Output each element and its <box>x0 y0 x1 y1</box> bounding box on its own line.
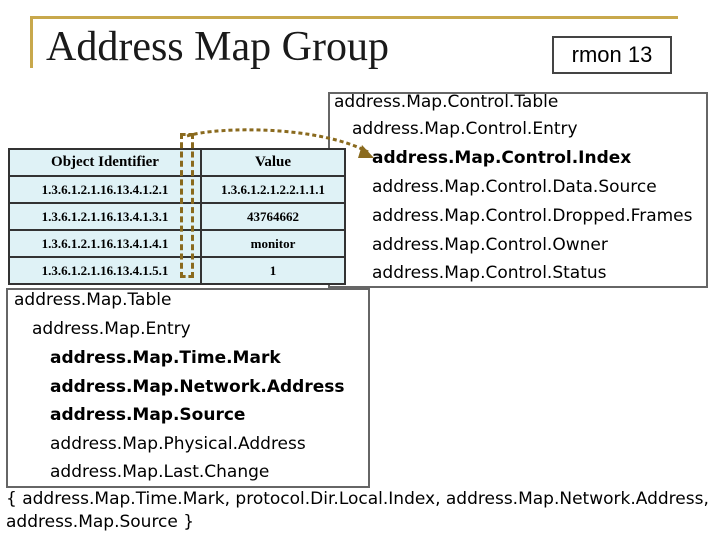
table-row: 1.3.6.1.2.1.16.13.4.1.5.1 1 <box>8 256 346 285</box>
map-field-last-change: address.Map.Last.Change <box>50 462 270 482</box>
control-field-owner: address.Map.Control.Owner <box>372 235 608 255</box>
oid-column-header: Object Identifier <box>8 148 202 177</box>
slide-title: Address Map Group <box>46 24 389 70</box>
value-cell: 1 <box>200 256 346 285</box>
map-table-name: address.Map.Table <box>14 290 172 310</box>
value-cell: 43764662 <box>200 202 346 231</box>
oid-table-header-row: Object Identifier Value <box>8 148 346 177</box>
map-entry-name: address.Map.Entry <box>32 319 191 339</box>
table-row: 1.3.6.1.2.1.16.13.4.1.3.1 43764662 <box>8 202 346 231</box>
table-row: 1.3.6.1.2.1.16.13.4.1.4.1 monitor <box>8 229 346 258</box>
slide-frame-top-rule <box>30 16 678 19</box>
map-field-network-address: address.Map.Network.Address <box>50 377 345 397</box>
control-field-dropped-frames: address.Map.Control.Dropped.Frames <box>372 206 693 226</box>
oid-cell: 1.3.6.1.2.1.16.13.4.1.3.1 <box>8 202 202 231</box>
map-table-box <box>6 288 370 488</box>
control-field-index: address.Map.Control.Index <box>372 148 632 168</box>
oid-value-table: Object Identifier Value 1.3.6.1.2.1.16.1… <box>8 148 346 285</box>
control-field-data-source: address.Map.Control.Data.Source <box>372 177 657 197</box>
oid-cell: 1.3.6.1.2.1.16.13.4.1.2.1 <box>8 175 202 204</box>
table-row: 1.3.6.1.2.1.16.13.4.1.2.1 1.3.6.1.2.1.2.… <box>8 175 346 204</box>
map-field-physical-address: address.Map.Physical.Address <box>50 434 306 454</box>
control-field-status: address.Map.Control.Status <box>372 263 607 283</box>
index-clause: { address.Map.Time.Mark, protocol.Dir.Lo… <box>6 489 709 532</box>
control-table-name: address.Map.Control.Table <box>334 92 559 112</box>
index-pointer-arrow-icon <box>186 128 374 158</box>
slide-frame-left-rule <box>30 16 33 68</box>
control-entry-name: address.Map.Control.Entry <box>352 119 578 139</box>
value-cell: monitor <box>200 229 346 258</box>
map-field-time-mark: address.Map.Time.Mark <box>50 348 281 368</box>
value-cell: 1.3.6.1.2.1.2.2.1.1.1 <box>200 175 346 204</box>
rmon-tag: rmon 13 <box>552 36 672 74</box>
value-column-header: Value <box>200 148 346 177</box>
map-field-source: address.Map.Source <box>50 405 246 425</box>
oid-cell: 1.3.6.1.2.1.16.13.4.1.4.1 <box>8 229 202 258</box>
oid-cell: 1.3.6.1.2.1.16.13.4.1.5.1 <box>8 256 202 285</box>
